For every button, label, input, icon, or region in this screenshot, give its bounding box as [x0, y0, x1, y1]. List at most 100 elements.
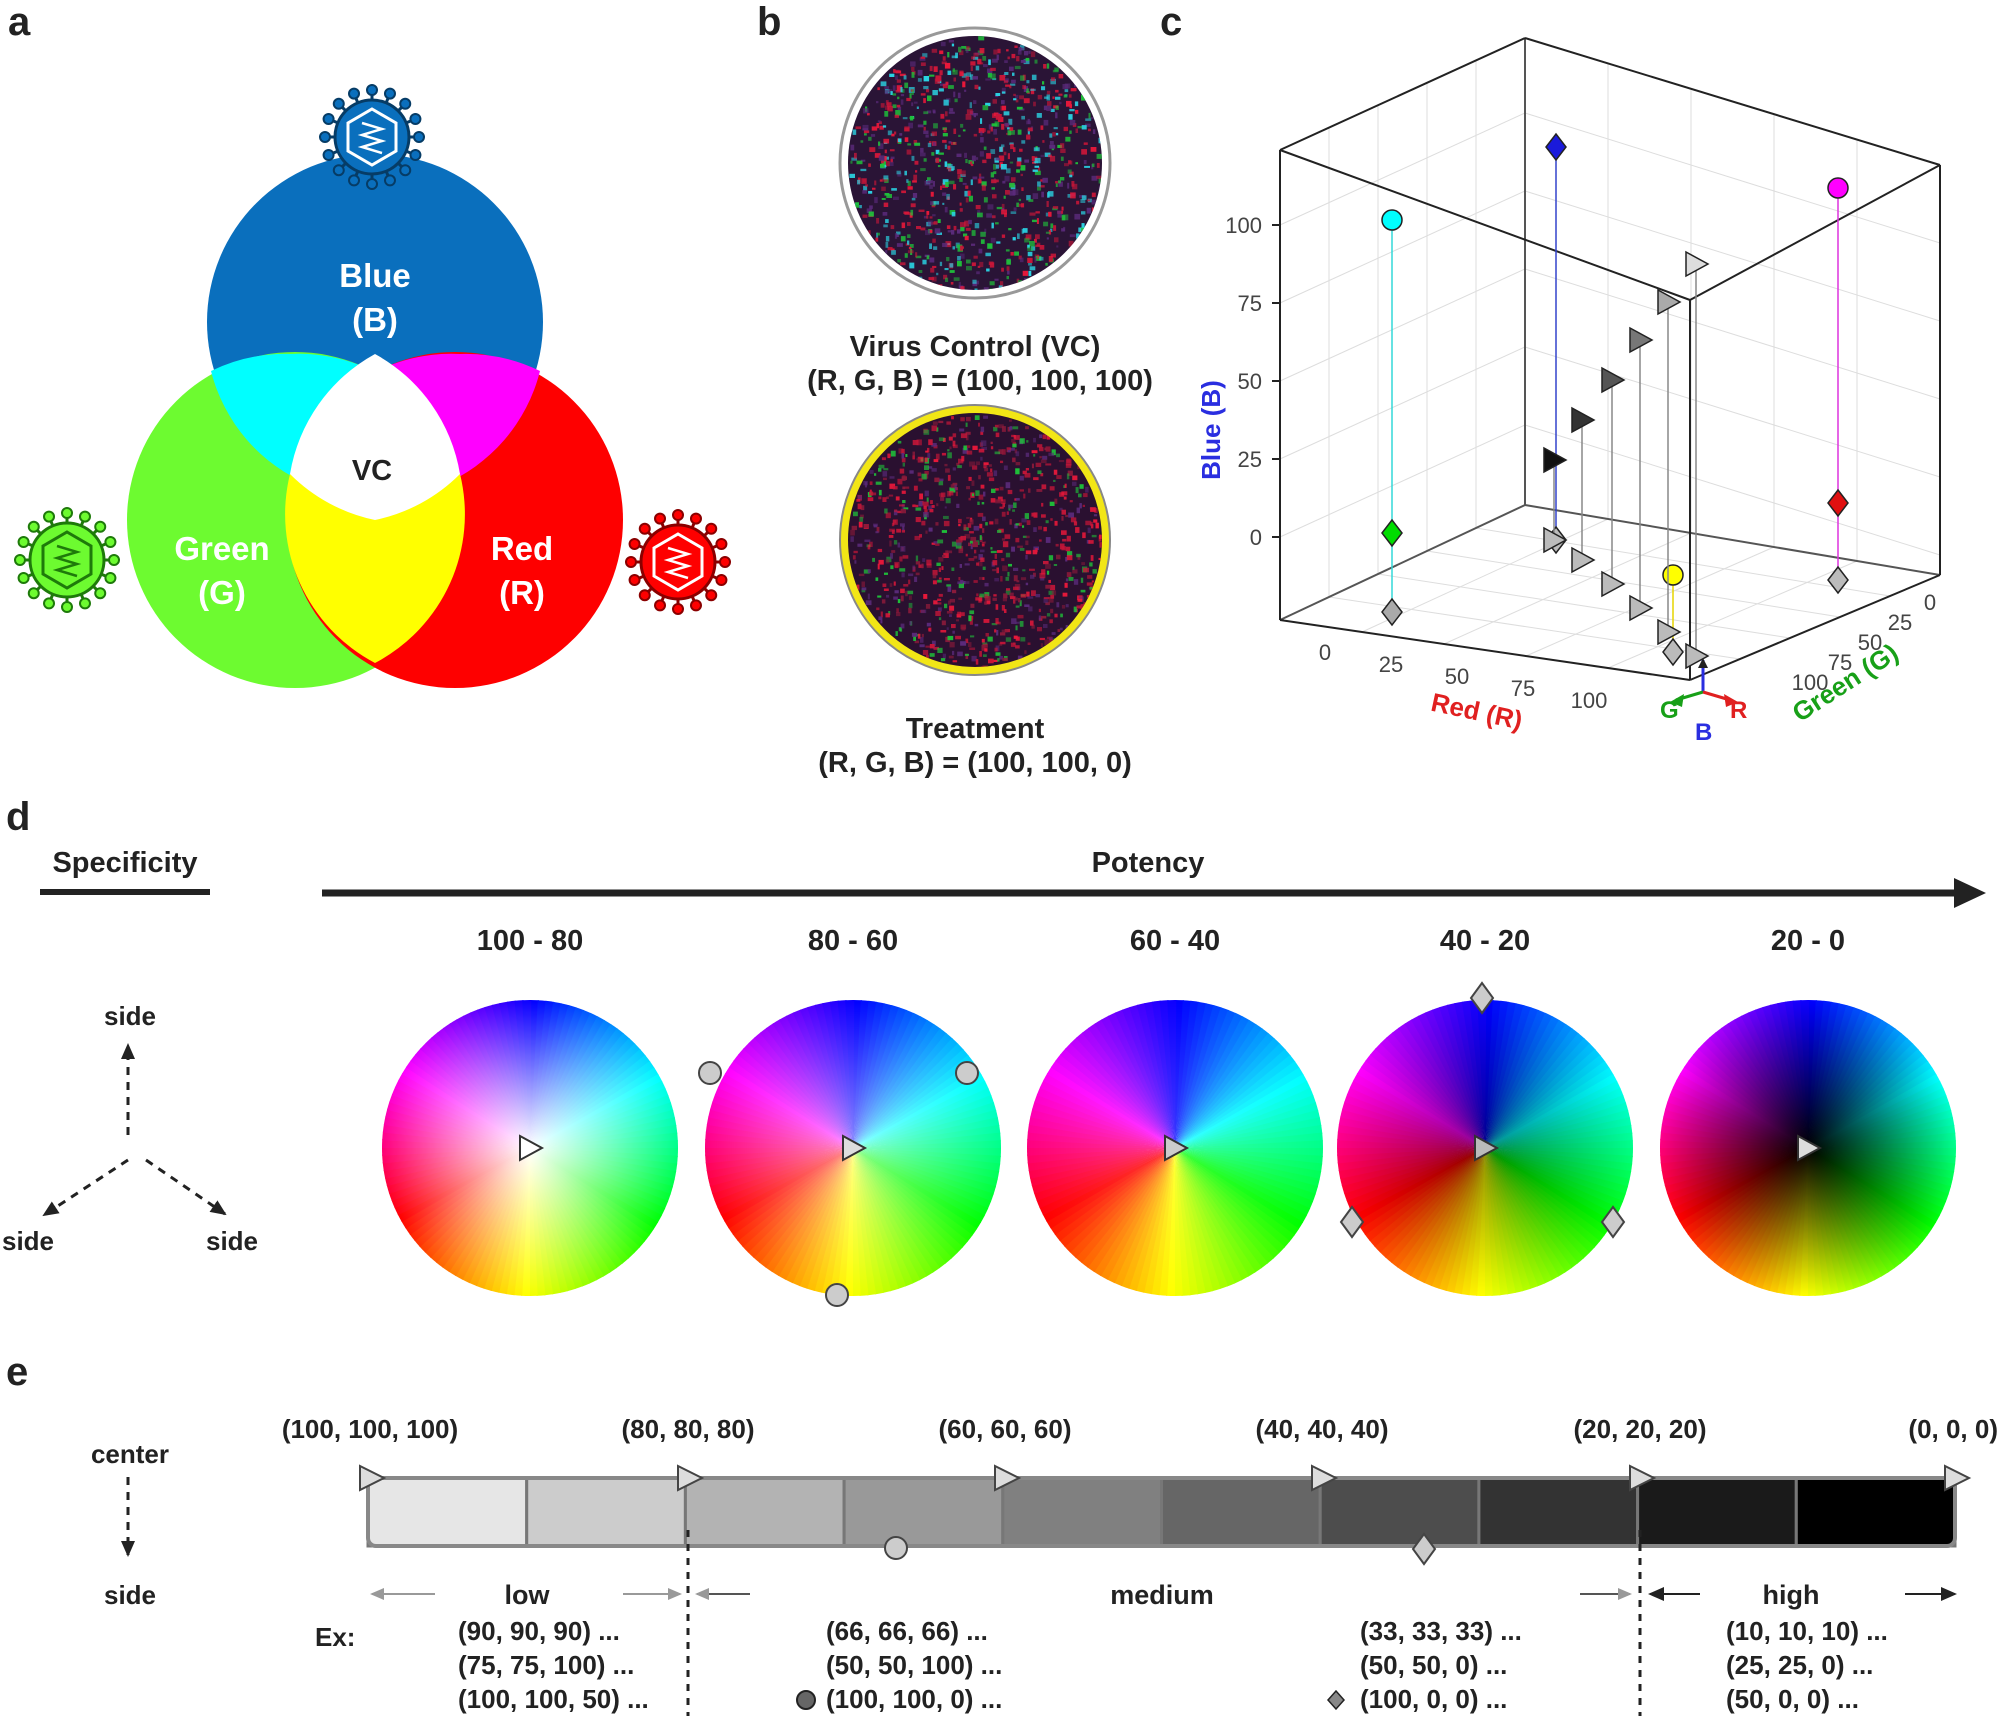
example-med-b-1: (33, 33, 33) ... [1360, 1616, 1522, 1646]
example-low-1: (90, 90, 90) ... [458, 1616, 620, 1646]
blue-tick: 75 [1238, 291, 1262, 316]
wheel-center-triangle [842, 1134, 868, 1162]
scale-tick-triangle [1311, 1464, 1339, 1492]
red-virus-icon [625, 509, 731, 615]
cube-point-circle [1662, 564, 1684, 586]
red-tick: 25 [1379, 652, 1403, 677]
potency-wheels: 100 - 80 80 - 60 60 - 40 40 - 20 20 - 0 [382, 925, 1956, 1307]
panel-letter-a: a [8, 0, 31, 44]
cube-point-triangle [1685, 642, 1710, 670]
example-high-3: (50, 0, 0) ... [1726, 1684, 1859, 1714]
cube-point-circle [1827, 177, 1849, 199]
potency-wheel: 100 - 80 [382, 925, 678, 1296]
scale-circle-marker [884, 1536, 908, 1560]
venn-green-abbr: (G) [198, 574, 246, 611]
potency-label: Potency [1092, 847, 1205, 879]
wheel-center-triangle [519, 1134, 545, 1162]
potency-wheel: 20 - 0 [1660, 925, 1956, 1296]
wheel-marker-diamond [1469, 981, 1495, 1015]
center-side-diagram: center side [91, 1439, 169, 1610]
blue-tick: 100 [1225, 213, 1262, 238]
example-med-b-3: (100, 0, 0) ... [1360, 1684, 1507, 1714]
cube-point-circle [1381, 209, 1403, 231]
wheel-marker-circle [825, 1283, 849, 1307]
blue-tick: 0 [1250, 525, 1262, 550]
venn-blue-name: Blue [339, 257, 411, 294]
triad-b-letter: B [1695, 719, 1712, 746]
side-label-right: side [206, 1226, 258, 1256]
scale-top-label: (40, 40, 40) [1256, 1414, 1389, 1444]
cube-point-triangle [1657, 288, 1682, 316]
scale-tick-triangle [1944, 1464, 1972, 1492]
scale-center-label: center [91, 1439, 169, 1469]
wheel-marker-diamond [1600, 1205, 1626, 1239]
wheel-center-triangle [1474, 1134, 1500, 1162]
treatment-title: Treatment [906, 713, 1045, 745]
example-med-b-2: (50, 50, 0) ... [1360, 1650, 1507, 1680]
cube-point-triangle [1571, 546, 1596, 574]
venn-red-name: Red [491, 530, 553, 567]
example-med-a-3: (100, 100, 0) ... [826, 1684, 1002, 1714]
venn-center-label: VC [352, 455, 392, 487]
wheel-center-triangle [1797, 1134, 1823, 1162]
grayscale-segment [683, 1476, 846, 1548]
red-tick: 75 [1511, 676, 1535, 701]
scale-tick-triangle [994, 1464, 1022, 1492]
grayscale-segment [525, 1476, 687, 1548]
venn-green-name: Green [174, 530, 269, 567]
blue-virus-icon [319, 84, 425, 190]
venn-center-white [290, 354, 460, 520]
band-high-label: high [1763, 1580, 1820, 1610]
vc-values: (R, G, B) = (100, 100, 100) [807, 365, 1153, 397]
example-low-2: (75, 75, 100) ... [458, 1650, 634, 1680]
cube-point-diamond [1381, 597, 1403, 627]
scale-tick-triangle [1629, 1464, 1657, 1492]
examples-medium-b: (33, 33, 33) ... (50, 50, 0) ... (100, 0… [1326, 1616, 1522, 1714]
scale-tick-triangle [677, 1464, 705, 1492]
potency-range-label: 20 - 0 [1771, 925, 1845, 957]
scale-top-label: (100, 100, 100) [282, 1414, 458, 1444]
grayscale-segment [1160, 1476, 1322, 1548]
examples-low: (90, 90, 90) ... (75, 75, 100) ... (100,… [458, 1616, 649, 1714]
microscopy-treatment [839, 404, 1111, 676]
grayscale-bar [359, 1464, 1972, 1566]
specificity-label: Specificity [52, 847, 197, 879]
scale-top-label: (60, 60, 60) [939, 1414, 1072, 1444]
venn-red-abbr: (R) [499, 574, 545, 611]
potency-range-label: 40 - 20 [1440, 925, 1530, 957]
examples-label: Ex: [315, 1622, 355, 1652]
cube-point-triangle [1543, 446, 1568, 474]
examples-high: (10, 10, 10) ... (25, 25, 0) ... (50, 0,… [1726, 1616, 1888, 1714]
potency-range-label: 100 - 80 [477, 925, 583, 957]
scale-top-label: (0, 0, 0) [1908, 1414, 1998, 1444]
cube-point-diamond [1662, 637, 1684, 667]
cube-point-diamond [1827, 565, 1849, 595]
wheel-center-triangle [1164, 1134, 1190, 1162]
grayscale-tick-labels: (100, 100, 100)(80, 80, 80)(60, 60, 60)(… [282, 1414, 1998, 1444]
example-circle-marker [796, 1690, 816, 1710]
grayscale-segment [1477, 1476, 1640, 1548]
specificity-side-diagram: side side side [2, 1001, 258, 1256]
blue-tick: 50 [1238, 369, 1262, 394]
band-low-label: low [505, 1580, 551, 1610]
potency-arrow [322, 878, 1986, 908]
grayscale-segment [366, 1476, 529, 1548]
grayscale-segment [1636, 1476, 1798, 1548]
cube-point-triangle [1601, 366, 1626, 394]
grayscale-segment [1001, 1476, 1163, 1548]
grayscale-segment [1794, 1476, 1957, 1548]
cube-point-diamond [1381, 518, 1403, 548]
panel-letter-d: d [6, 795, 30, 839]
green-tick: 25 [1888, 610, 1912, 635]
cube-point-triangle [1685, 250, 1710, 278]
venn-blue-abbr: (B) [352, 301, 398, 338]
examples-medium-a: (66, 66, 66) ... (50, 50, 100) ... (100,… [796, 1616, 1002, 1714]
scale-tick-triangle [359, 1464, 387, 1492]
potency-wheel: 80 - 60 [705, 925, 1001, 1296]
blue-tick: 25 [1238, 447, 1262, 472]
potency-range-label: 60 - 40 [1130, 925, 1220, 957]
wheel-marker-diamond [1339, 1205, 1365, 1239]
venn-diagram: Blue (B) VC Green (G) Red (R) [127, 154, 623, 688]
cube-point-diamond [1827, 488, 1849, 518]
potency-range-label: 80 - 60 [808, 925, 898, 957]
